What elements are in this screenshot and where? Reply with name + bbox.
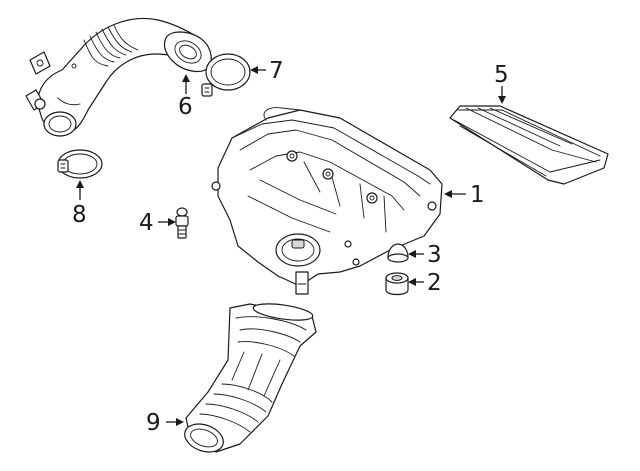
leader-lines [76, 66, 506, 426]
hose-clamp-8[interactable] [57, 149, 103, 179]
intake-hose-lower[interactable] [181, 301, 317, 457]
intake-duct-upper[interactable] [25, 17, 203, 137]
air-filter-element[interactable] [449, 105, 609, 185]
callout-8: 8 [72, 202, 87, 228]
callout-3: 3 [427, 242, 442, 268]
callout-2: 2 [427, 270, 442, 296]
hose-clamp-7[interactable] [201, 53, 251, 97]
callout-6: 6 [178, 94, 193, 120]
callout-5: 5 [494, 62, 509, 88]
callout-1: 1 [470, 182, 485, 208]
callout-4: 4 [139, 210, 154, 236]
grommet-3[interactable] [387, 243, 409, 263]
callout-9: 9 [146, 410, 161, 436]
duct-coupler-6[interactable] [163, 31, 212, 73]
rubber-mount-2[interactable] [385, 272, 409, 296]
air-cleaner-housing[interactable] [211, 107, 443, 295]
mounting-stud-4[interactable] [175, 207, 189, 239]
callout-7: 7 [269, 58, 284, 84]
